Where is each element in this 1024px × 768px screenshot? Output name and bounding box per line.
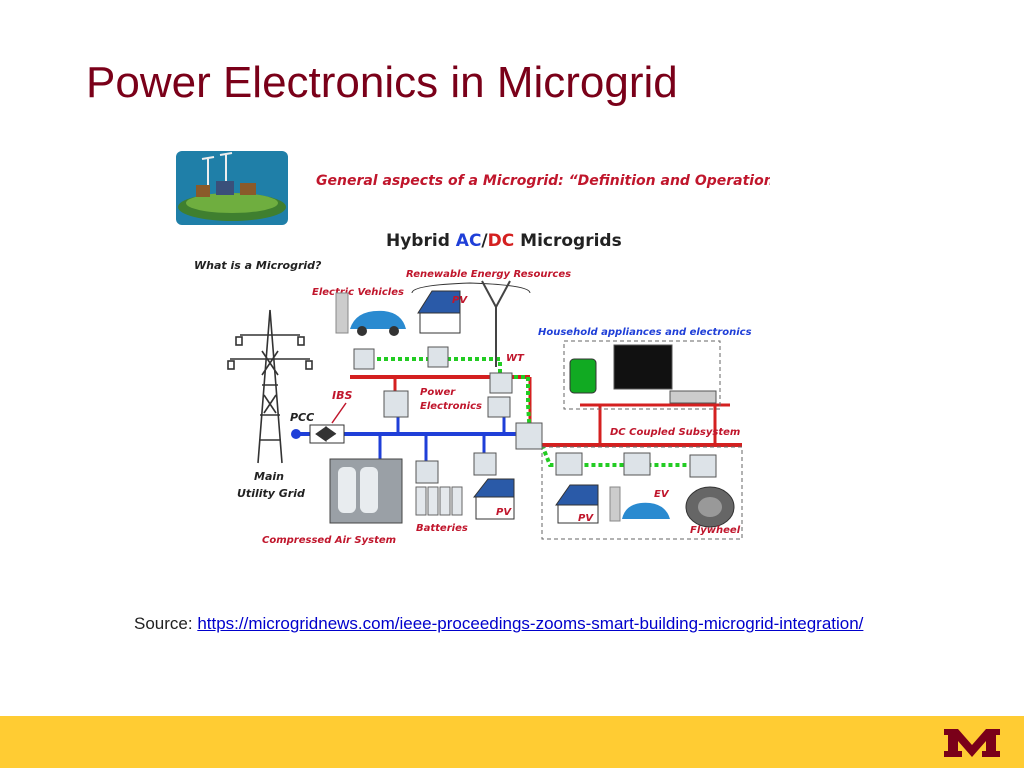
flywheel-label: Flywheel bbox=[690, 525, 741, 536]
question-label: What is a Microgrid? bbox=[194, 259, 322, 272]
electric-car-icon bbox=[335, 292, 406, 336]
power-electronics-label-1: Power bbox=[420, 387, 456, 398]
compressed-air-label: Compressed Air System bbox=[262, 535, 396, 546]
heading-slash: / bbox=[481, 231, 488, 251]
heading-prefix: Hybrid bbox=[386, 231, 456, 251]
dc-coupled-box bbox=[541, 446, 743, 540]
electric-vehicles-label: Electric Vehicles bbox=[312, 287, 404, 298]
pcc-label: PCC bbox=[290, 411, 314, 424]
wind-turbine-icon bbox=[481, 280, 511, 367]
power-converters bbox=[353, 346, 717, 484]
source-prefix: Source: bbox=[134, 614, 198, 633]
batteries-icon bbox=[415, 486, 463, 516]
dc-coupled-label: DC Coupled Subsystem bbox=[610, 427, 740, 438]
source-citation: Source: https://microgridnews.com/ieee-p… bbox=[134, 612, 894, 635]
island-image bbox=[176, 151, 288, 225]
batteries-label: Batteries bbox=[416, 523, 468, 534]
television-icon bbox=[613, 344, 673, 390]
microgrid-diagram-svg: General aspects of a Microgrid: “Definit… bbox=[176, 151, 770, 546]
battery-appliance-icon bbox=[569, 358, 597, 394]
renewable-energy-label: Renewable Energy Resources bbox=[406, 269, 571, 280]
solar-house-icon bbox=[417, 290, 461, 334]
wt-label: WT bbox=[506, 353, 525, 364]
pv-bottom-right-label: PV bbox=[578, 513, 594, 524]
heading-dc: DC bbox=[488, 231, 515, 251]
ibs-label: IBS bbox=[332, 389, 352, 402]
banner-title: General aspects of a Microgrid: “Definit… bbox=[316, 173, 770, 189]
main-grid-label-1: Main bbox=[254, 470, 284, 483]
household-label: Household appliances and electronics bbox=[538, 327, 752, 338]
flywheel-icon bbox=[685, 486, 735, 528]
heading-ac: AC bbox=[456, 231, 482, 251]
household-box bbox=[563, 340, 721, 410]
main-grid-label-2: Utility Grid bbox=[237, 487, 305, 500]
footer-bar bbox=[0, 716, 1024, 768]
university-m-logo-icon bbox=[944, 729, 1000, 757]
pv-top-label: PV bbox=[452, 295, 468, 306]
ev-icon bbox=[609, 486, 670, 522]
transmission-tower-icon bbox=[227, 309, 313, 464]
diagram-heading: Hybrid AC/DC Microgrids bbox=[386, 231, 622, 251]
static-switch-icon bbox=[309, 424, 345, 444]
slide-title: Power Electronics in Microgrid bbox=[86, 58, 678, 107]
source-link[interactable]: https://microgridnews.com/ieee-proceedin… bbox=[197, 614, 864, 633]
solar-house-icon-3 bbox=[472, 478, 515, 520]
heading-suffix: Microgrids bbox=[514, 231, 621, 251]
pv-bottom-left-label: PV bbox=[496, 507, 512, 518]
appliance-box-icon bbox=[669, 390, 717, 404]
power-electronics-label-2: Electronics bbox=[420, 401, 482, 412]
solar-house-icon-2 bbox=[555, 484, 599, 524]
ev-label: EV bbox=[654, 489, 670, 500]
pcc-node-icon bbox=[291, 429, 301, 439]
microgrid-diagram: General aspects of a Microgrid: “Definit… bbox=[170, 145, 770, 555]
